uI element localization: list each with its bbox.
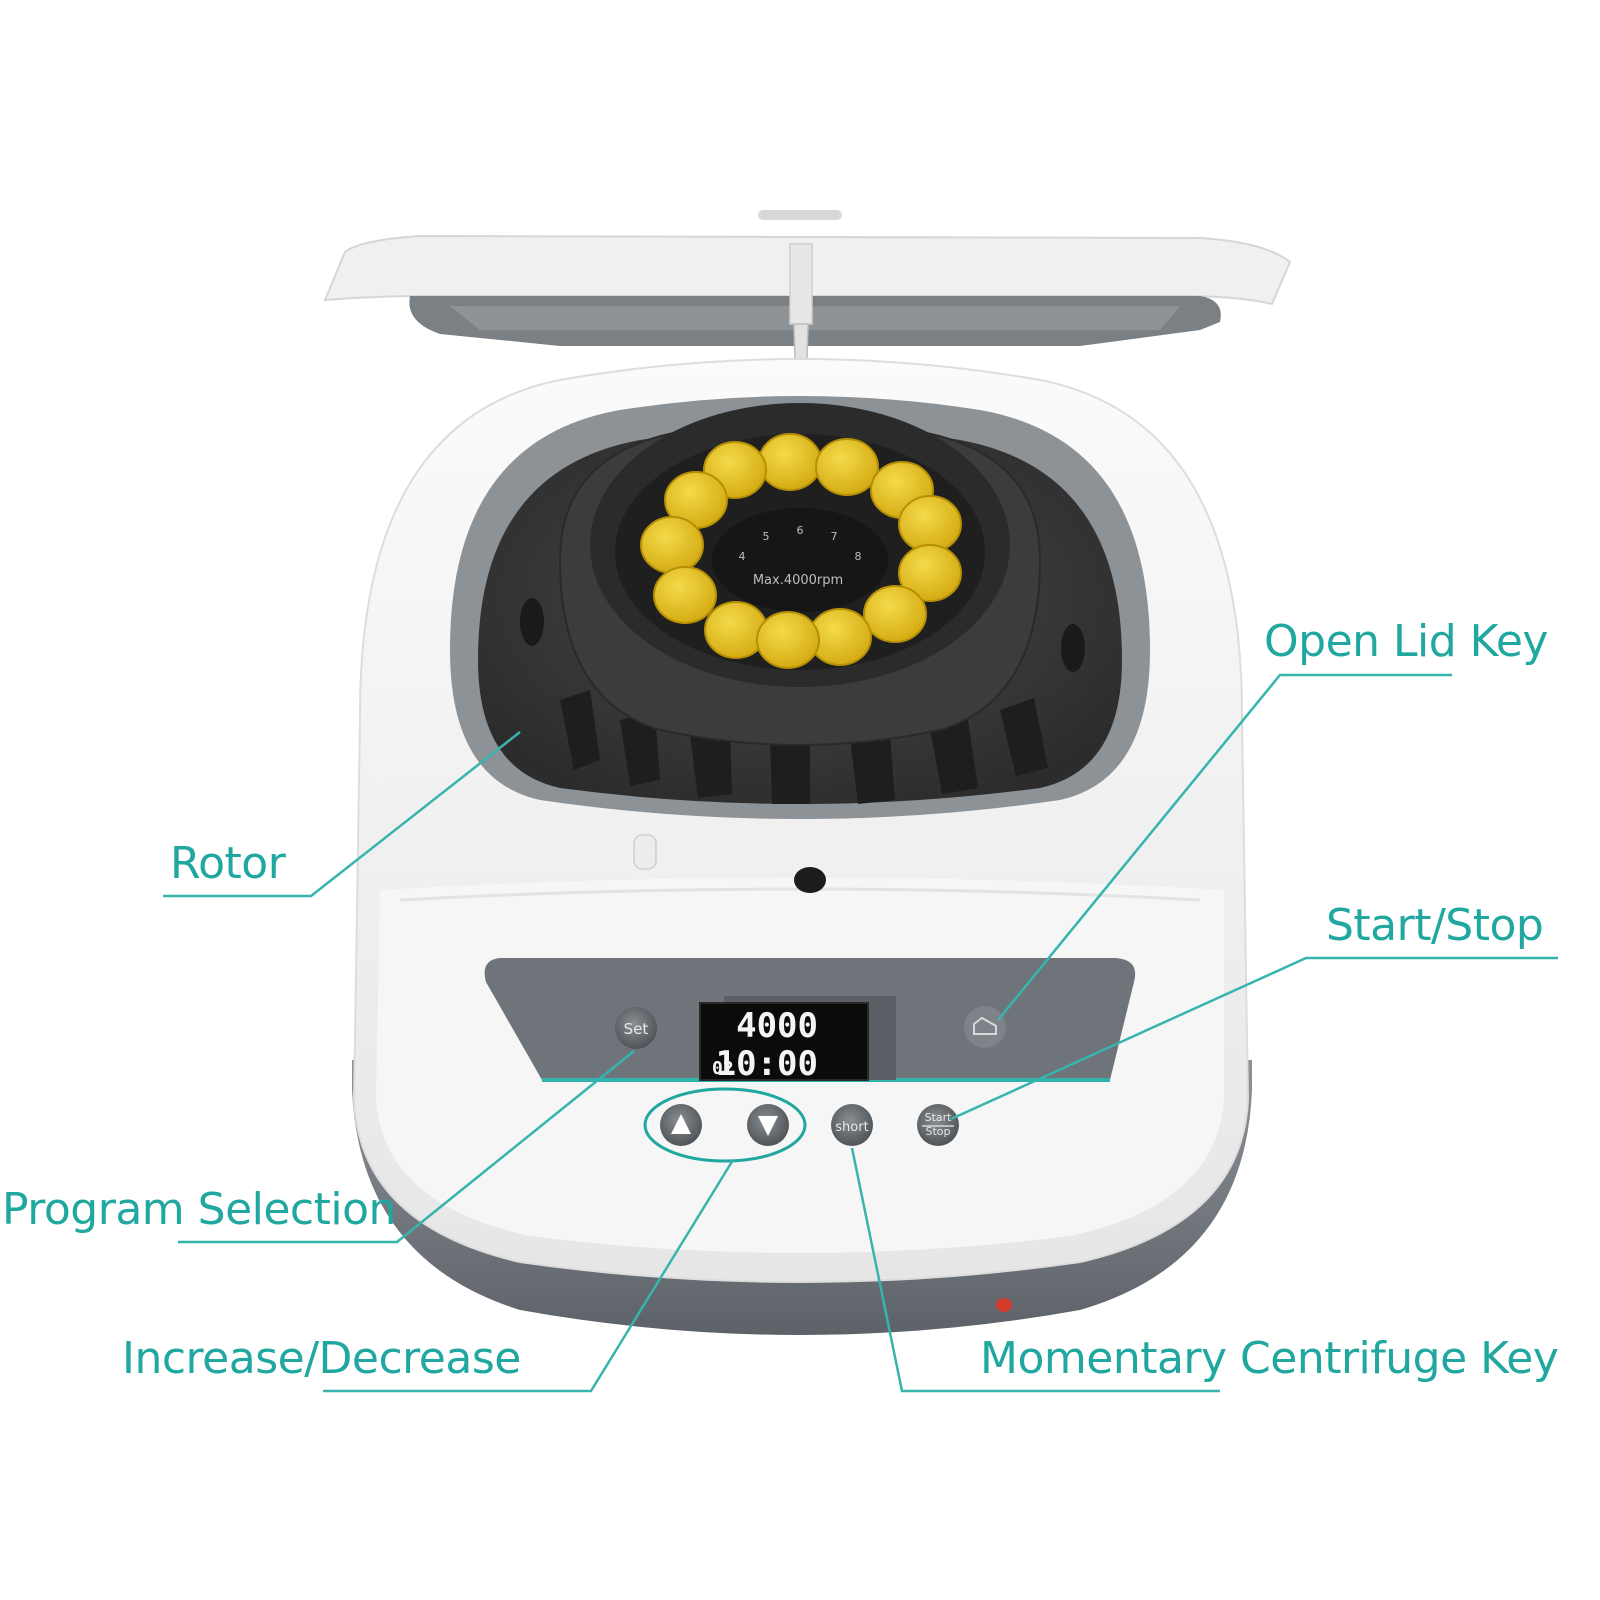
- momentary-key-leader: [850, 1147, 1220, 1393]
- increase-decrease-label: Increase/Decrease: [122, 1333, 521, 1384]
- short-key[interactable]: [831, 1104, 873, 1146]
- rotor-label: Rotor: [170, 838, 286, 889]
- program-selection-label: Program Selection: [2, 1184, 396, 1235]
- slot-number: 5: [763, 530, 770, 543]
- tube-cap: [704, 601, 768, 659]
- tube-caps: [640, 433, 962, 669]
- open-lid-key[interactable]: [964, 1006, 1006, 1048]
- slot-number: 8: [855, 550, 862, 563]
- program-selection-leader: [178, 1050, 635, 1244]
- slot-number: 7: [831, 530, 838, 543]
- start-stop-leader: [950, 956, 1558, 1121]
- momentary-centrifuge-key-label: Momentary Centrifuge Key: [980, 1333, 1559, 1384]
- tube-cap: [756, 611, 820, 669]
- open-lid-leader: [997, 673, 1452, 1021]
- display-speed: 4000: [736, 1006, 818, 1046]
- rotor: Max.4000rpm 4 5 6 7 8: [558, 403, 1042, 746]
- increase-decrease-outline: [643, 1087, 807, 1163]
- tube-cap: [898, 495, 962, 553]
- set-key[interactable]: [615, 1007, 657, 1049]
- open-lid-key-label: Open Lid Key: [1264, 616, 1548, 667]
- rotor-marking: Max.4000rpm: [753, 573, 843, 588]
- control-panel: 4000 10:00 02 Set: [484, 958, 1136, 1084]
- rotor-chamber-slots: [560, 690, 1048, 804]
- tube-cap: [653, 566, 717, 624]
- lid-knob: [633, 834, 657, 870]
- triangle-down-icon: [758, 1116, 778, 1136]
- lid-latch-hole: [794, 867, 826, 893]
- start-stop-label: Start/Stop: [1326, 900, 1544, 951]
- open-lid-icon: [973, 1016, 997, 1035]
- lid: [323, 210, 1292, 421]
- rotor-leader: [163, 731, 521, 898]
- tube-cap: [640, 516, 704, 574]
- tube-cap: [815, 438, 879, 496]
- tube-cap: [898, 544, 962, 602]
- tube-cap: [758, 433, 822, 491]
- start-key-label-top: Start: [925, 1111, 953, 1124]
- start-stop-key[interactable]: [917, 1104, 959, 1146]
- lcd-display: [699, 1002, 869, 1081]
- leader-lines: [163, 673, 1558, 1393]
- short-key-label: short: [835, 1120, 868, 1135]
- lower-keypad: short Start Stop: [643, 1087, 959, 1163]
- start-key-label-bottom: Stop: [925, 1125, 950, 1138]
- set-key-label: Set: [624, 1020, 649, 1038]
- slot-number: 4: [739, 550, 746, 563]
- slot-number: 6: [797, 524, 804, 537]
- tube-cap: [863, 585, 927, 643]
- triangle-up-icon: [671, 1114, 691, 1134]
- increase-decrease-leader: [323, 1159, 735, 1393]
- display-program: 02: [712, 1058, 734, 1079]
- display-time: 10:00: [716, 1044, 818, 1084]
